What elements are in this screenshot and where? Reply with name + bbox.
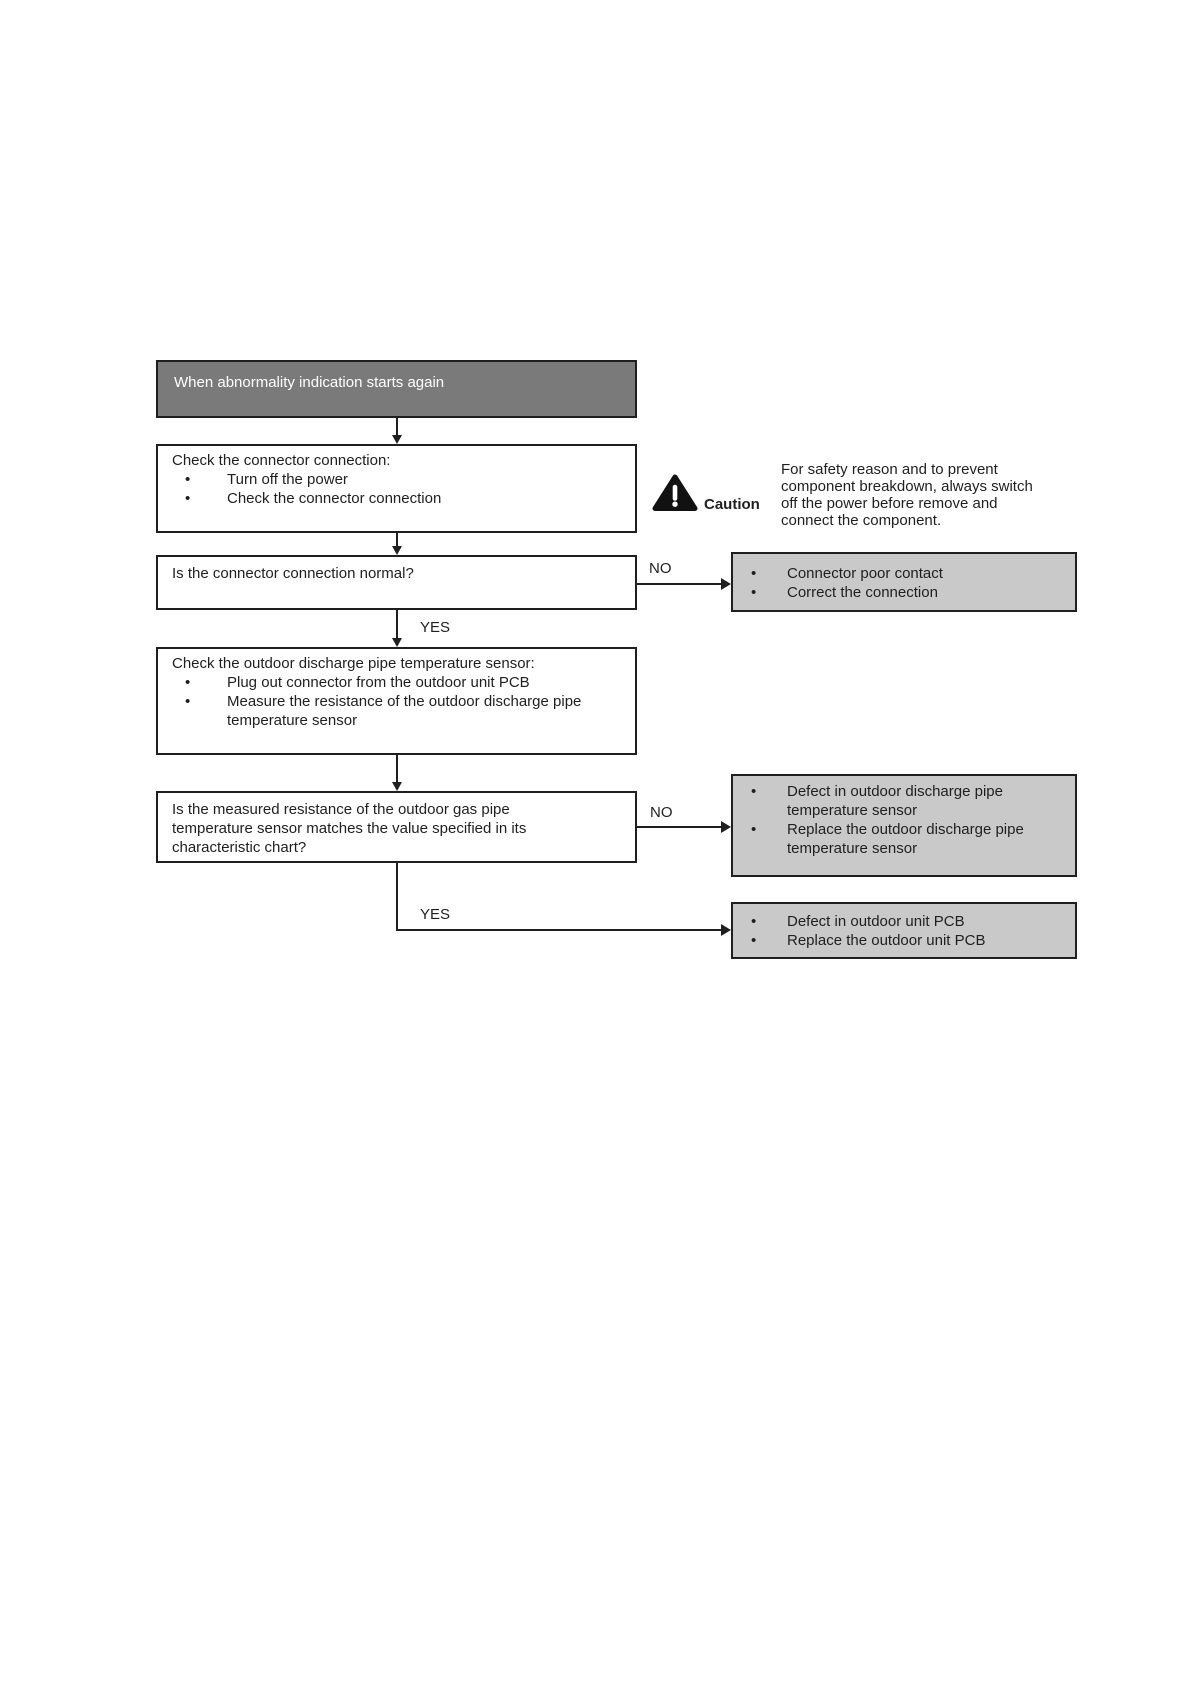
bullet-text: Measure the resistance of the outdoor di… <box>227 693 582 729</box>
flow-start-box: When abnormality indication starts again <box>156 360 637 418</box>
caution-text-line: component breakdown, always switch <box>781 478 1033 495</box>
bullet-text: Replace the outdoor discharge pipe tempe… <box>787 821 1024 857</box>
caution-text-line: off the power before remove and <box>781 495 998 512</box>
bullet-marker <box>172 489 227 508</box>
box-title: Check the connector connection: <box>172 452 391 469</box>
bullet-text: Defect in outdoor discharge pipe tempera… <box>787 783 1003 819</box>
arrowhead-down-icon <box>392 638 402 647</box>
bullet-marker <box>751 583 787 602</box>
bullet-marker <box>172 692 227 711</box>
bullet-item: Replace the outdoor discharge pipe tempe… <box>751 820 1065 858</box>
flow-box-question-connection: Is the connector connection normal? <box>156 555 637 610</box>
caution-text-line: connect the component. <box>781 512 942 529</box>
flow-box-outcome-sensor: Defect in outdoor discharge pipe tempera… <box>731 774 1077 877</box>
bullet-item: Correct the connection <box>751 583 1065 602</box>
arrowhead-down-icon <box>392 782 402 791</box>
branch-label-yes: YES <box>420 619 451 636</box>
bullet-marker <box>751 912 787 931</box>
flow-box-check-sensor: Check the outdoor discharge pipe tempera… <box>156 647 637 755</box>
connector-line <box>396 610 398 639</box>
flow-box-question-resistance: Is the measured resistance of the outdoo… <box>156 791 637 863</box>
flow-box-check-connector: Check the connector connection: Turn off… <box>156 444 637 533</box>
question-text: Is the measured resistance of the outdoo… <box>172 801 527 856</box>
bullet-item: Turn off the power <box>172 470 621 489</box>
connector-line <box>637 583 721 585</box>
caution-text-line: For safety reason and to prevent <box>781 461 998 478</box>
warning-triangle-icon <box>652 474 698 512</box>
connector-line <box>396 929 721 931</box>
bullet-item: Check the connector connection <box>172 489 621 508</box>
caution-label: Caution <box>704 496 760 513</box>
bullet-text: Connector poor contact <box>787 565 943 582</box>
connector-line <box>396 863 398 931</box>
branch-label-no: NO <box>650 804 673 821</box>
bullet-text: Replace the outdoor unit PCB <box>787 932 986 949</box>
connector-line <box>396 533 398 547</box>
bullet-marker <box>751 564 787 583</box>
box-title: Check the outdoor discharge pipe tempera… <box>172 655 535 672</box>
branch-label-no: NO <box>649 560 672 577</box>
bullet-marker <box>172 673 227 692</box>
bullet-item: Plug out connector from the outdoor unit… <box>172 673 621 692</box>
branch-label-yes: YES <box>420 906 451 923</box>
bullet-text: Correct the connection <box>787 584 938 601</box>
flow-box-outcome-pcb: Defect in outdoor unit PCB Replace the o… <box>731 902 1077 959</box>
bullet-marker <box>172 470 227 489</box>
bullet-item: Defect in outdoor unit PCB <box>751 912 1065 931</box>
flow-box-outcome-connection: Connector poor contact Correct the conne… <box>731 552 1077 612</box>
arrowhead-down-icon <box>392 546 402 555</box>
bullet-marker <box>751 820 787 839</box>
arrowhead-down-icon <box>392 435 402 444</box>
connector-line <box>396 418 398 436</box>
bullet-item: Replace the outdoor unit PCB <box>751 931 1065 950</box>
connector-line <box>637 826 721 828</box>
caution-text: For safety reason and to prevent compone… <box>781 461 1061 529</box>
bullet-item: Connector poor contact <box>751 564 1065 583</box>
bullet-item: Measure the resistance of the outdoor di… <box>172 692 621 730</box>
bullet-text: Check the connector connection <box>227 490 442 507</box>
bullet-text: Defect in outdoor unit PCB <box>787 913 965 930</box>
bullet-text: Turn off the power <box>227 471 348 488</box>
question-text: Is the connector connection normal? <box>172 565 414 582</box>
bullet-text: Plug out connector from the outdoor unit… <box>227 674 530 691</box>
bullet-item: Defect in outdoor discharge pipe tempera… <box>751 782 1065 820</box>
flow-start-label: When abnormality indication starts again <box>174 373 445 391</box>
connector-line <box>396 755 398 783</box>
arrowhead-right-icon <box>721 821 731 833</box>
arrowhead-right-icon <box>721 578 731 590</box>
arrowhead-right-icon <box>721 924 731 936</box>
bullet-marker <box>751 931 787 950</box>
bullet-marker <box>751 782 787 801</box>
